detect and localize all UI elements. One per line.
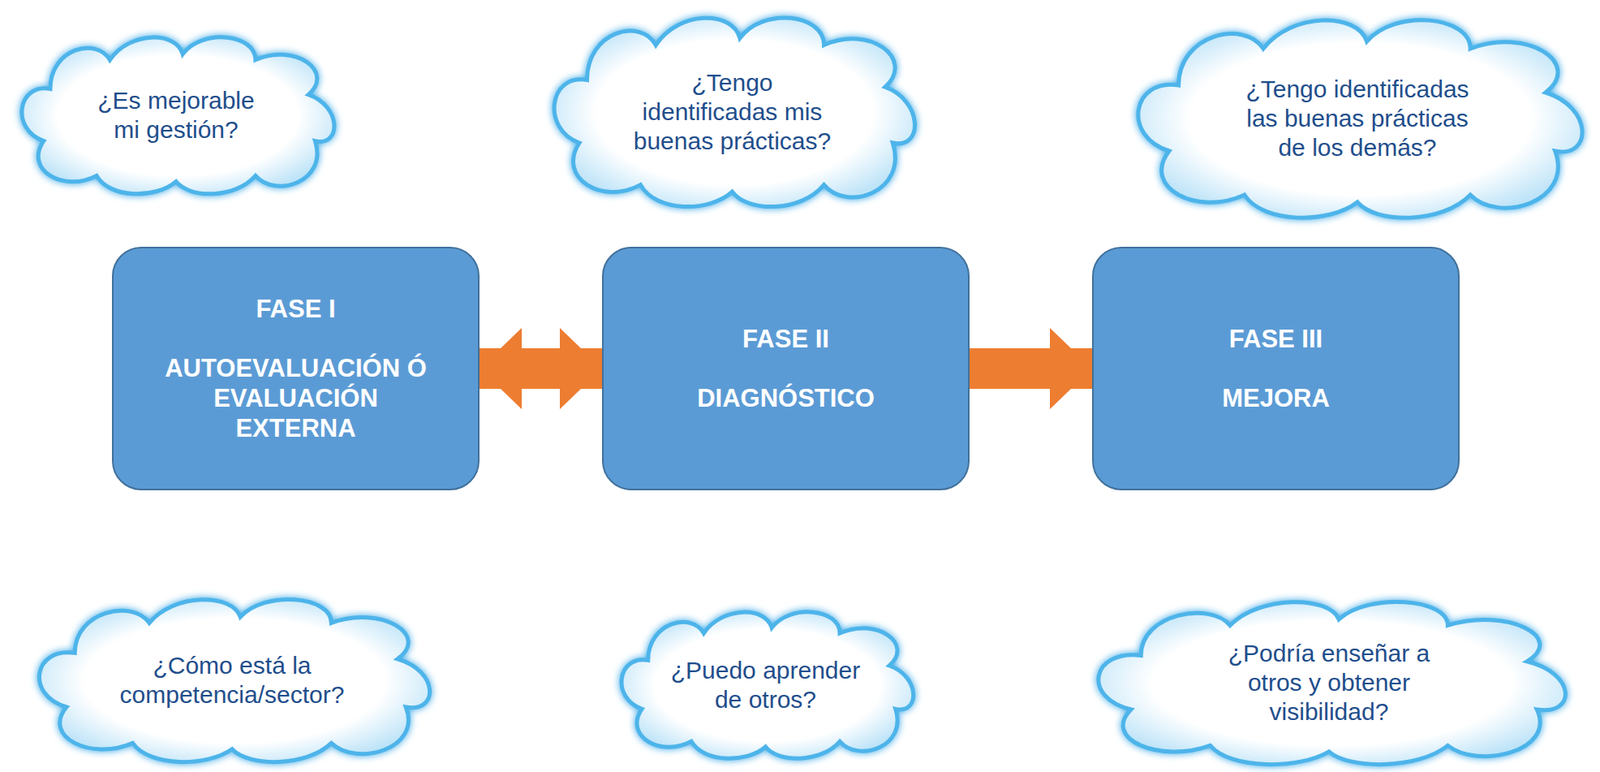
cloud-outline — [1098, 601, 1566, 764]
phase-box: FASE I AUTOEVALUACIÓN Ó EVALUACIÓN EXTERN… — [111, 246, 480, 491]
cloud-text-area: ¿Tengo identificadas las buenas práctica… — [1202, 57, 1514, 181]
cloud-callout: ¿Tengo identificadas las buenas práctica… — [1122, 4, 1593, 224]
cloud-callout: ¿Cómo está la competencia/sector? — [25, 586, 439, 767]
cloud-question: ¿Tengo identificadas las buenas práctica… — [1239, 74, 1476, 163]
cloud-question: ¿Podría enseñar a otros y obtener visibi… — [1222, 638, 1436, 727]
cloud-question: ¿Es mejorable mi gestión? — [86, 86, 266, 145]
phase-name: DIAGNÓSTICO — [696, 382, 875, 413]
phase-number: FASE I — [255, 293, 336, 324]
cloud-question: ¿Puedo aprender de otros? — [666, 655, 865, 714]
cloud-outline — [621, 611, 914, 758]
phase-name: AUTOEVALUACIÓN Ó EVALUACIÓN EXTERNA — [154, 352, 439, 444]
phase-number: FASE III — [1229, 323, 1323, 354]
cloud-text-area: ¿Es mejorable mi gestión? — [66, 66, 285, 164]
cloud-callout: ¿Podría enseñar a otros y obtener visibi… — [1081, 589, 1577, 770]
cloud-question: ¿Tengo identificadas mis buenas práctica… — [630, 68, 834, 156]
cloud-outline — [21, 37, 335, 194]
cloud-outline — [38, 598, 430, 762]
cloud-callout: ¿Tengo identificadas mis buenas práctica… — [541, 3, 924, 213]
cloud-text-area: ¿Tengo identificadas mis buenas práctica… — [606, 53, 859, 171]
cloud-callout: ¿Es mejorable mi gestión? — [10, 25, 342, 199]
phase-box: FASE II DIAGNÓSTICO — [602, 246, 970, 491]
cloud-text-area: ¿Puedo aprender de otros? — [663, 639, 869, 731]
cloud-question: ¿Cómo está la competencia/sector? — [114, 650, 350, 710]
phase-box: FASE III MEJORA — [1092, 246, 1460, 491]
phase-name: MEJORA — [1221, 382, 1330, 413]
cloud-text-area: ¿Podría enseñar a otros y obtener visibi… — [1165, 632, 1493, 733]
cloud-outline — [1138, 20, 1583, 218]
cloud-outline — [554, 17, 915, 207]
cloud-callout: ¿Puedo aprender de otros? — [610, 600, 921, 763]
phase-number: FASE II — [742, 323, 830, 354]
cloud-text-area: ¿Cómo está la competencia/sector? — [95, 629, 370, 731]
